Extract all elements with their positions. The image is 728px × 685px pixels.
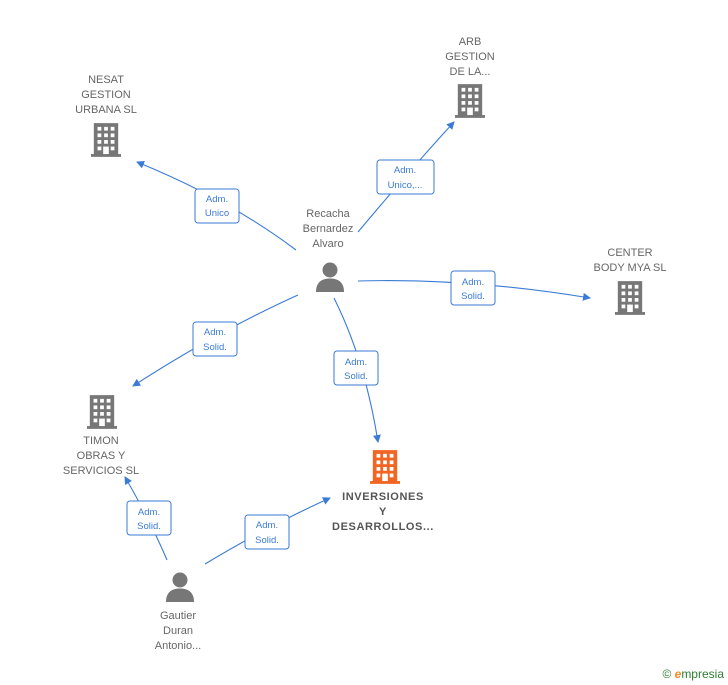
company-name-line: DESARROLLOS... <box>332 521 434 533</box>
company-node-nesat[interactable]: NESAT GESTION URBANA SL <box>75 74 137 157</box>
person-name-line: Recacha <box>306 208 350 220</box>
edge-label-line: Solid. <box>344 371 368 382</box>
edge-label-gautier-timon: Adm. Solid. <box>126 500 172 536</box>
person-name-line: Duran <box>163 625 193 637</box>
company-node-center[interactable]: CENTER BODY MYA SL <box>594 247 667 315</box>
building-icon <box>87 395 117 429</box>
person-name-line: Antonio... <box>155 640 201 652</box>
company-name-line: Y <box>379 506 387 518</box>
company-name-line: TIMON <box>83 435 118 447</box>
empresia-logo-initial: e <box>674 667 682 681</box>
company-name-line: GESTION <box>81 89 131 101</box>
edge-label-line: Unico <box>205 208 229 219</box>
edge-label-line: Solid. <box>203 342 227 353</box>
company-name-line: BODY MYA SL <box>594 262 667 274</box>
company-name-line: NESAT <box>88 74 124 86</box>
copyright-symbol: © <box>662 667 672 681</box>
edge-label-line: Adm. <box>256 520 278 531</box>
edge-label-line: Adm. <box>394 165 416 176</box>
edge-label-gautier-inversiones: Adm. Solid. <box>244 514 290 550</box>
company-name-line: SERVICIOS SL <box>63 465 139 477</box>
edge-label-line: Adm. <box>138 507 160 518</box>
person-icon <box>316 262 344 292</box>
building-icon <box>91 123 121 157</box>
building-icon <box>455 84 485 118</box>
edge-label-line: Adm. <box>204 327 226 338</box>
empresia-logo-text: mpresia <box>681 667 724 681</box>
edge-label-line: Adm. <box>206 194 228 205</box>
building-icon <box>370 450 400 484</box>
empresia-watermark: © empresia <box>662 667 724 681</box>
company-name-line: URBANA SL <box>75 104 137 116</box>
edge-label-line: Solid. <box>137 521 161 532</box>
company-name-line: ARB <box>459 36 482 48</box>
edge-label-line: Adm. <box>345 357 367 368</box>
edge-label-recacha-nesat: Adm. Unico <box>194 188 240 224</box>
person-icon <box>166 572 194 602</box>
person-name-line: Bernardez <box>303 223 354 235</box>
person-node-gautier[interactable]: Gautier Duran Antonio... <box>155 572 201 653</box>
person-name-line: Gautier <box>160 610 196 622</box>
company-name-line: INVERSIONES <box>342 491 424 503</box>
edge-label-line: Unico,... <box>388 180 423 191</box>
company-node-arb[interactable]: ARB GESTION DE LA... <box>445 36 495 118</box>
edge-label-line: Solid. <box>461 291 485 302</box>
edge-label-line: Solid. <box>255 535 279 546</box>
edge-label-recacha-arb: Adm. Unico,... <box>376 159 435 195</box>
company-node-timon[interactable]: TIMON OBRAS Y SERVICIOS SL <box>63 395 139 477</box>
company-name-line: DE LA... <box>450 66 491 78</box>
person-name-line: Alvaro <box>312 238 343 250</box>
building-icon <box>615 281 645 315</box>
edge-label-recacha-inversiones: Adm. Solid. <box>333 350 379 386</box>
edge-label-recacha-timon: Adm. Solid. <box>192 321 238 357</box>
edge-label-line: Adm. <box>462 277 484 288</box>
person-node-recacha[interactable]: Recacha Bernardez Alvaro <box>303 208 354 292</box>
company-name-line: CENTER <box>607 247 652 259</box>
edge-label-recacha-center: Adm. Solid. <box>450 270 496 306</box>
company-node-inversiones[interactable]: INVERSIONES Y DESARROLLOS... <box>332 450 434 533</box>
company-name-line: GESTION <box>445 51 495 63</box>
company-name-line: OBRAS Y <box>77 450 126 462</box>
